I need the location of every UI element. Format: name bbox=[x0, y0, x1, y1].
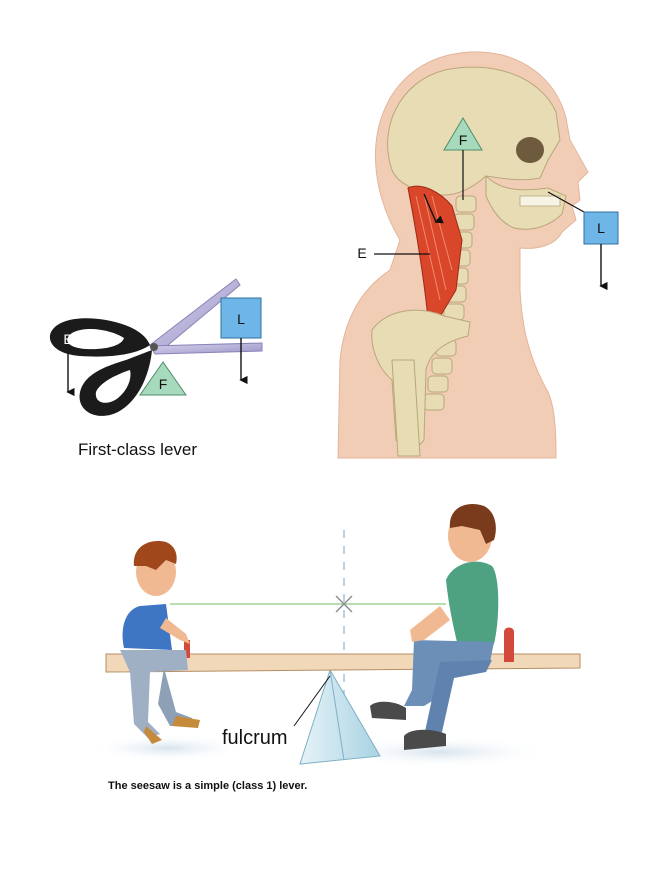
muscle-fibers bbox=[415, 193, 453, 301]
head-neck-illustration bbox=[337, 51, 589, 459]
head-fulcrum-label: F bbox=[459, 132, 468, 148]
scissors-fulcrum-triangle bbox=[139, 361, 187, 396]
scissors-pivot bbox=[150, 343, 158, 351]
teeth bbox=[519, 195, 561, 207]
eye-socket bbox=[516, 137, 544, 163]
head-load-label: L bbox=[597, 220, 605, 236]
scissors-effort-label: E bbox=[63, 331, 72, 347]
fulcrum-pointer-line-seesaw bbox=[293, 675, 331, 727]
head-load-box bbox=[583, 211, 619, 245]
right-child-shadow bbox=[330, 736, 550, 768]
left-child-shadow bbox=[88, 734, 248, 762]
scissors-handle-bottom bbox=[79, 350, 152, 416]
skull bbox=[387, 66, 561, 196]
head-effort-label: E bbox=[357, 245, 366, 261]
left-child bbox=[120, 541, 200, 744]
right-handle bbox=[504, 627, 514, 662]
seesaw-fulcrum-pyramid bbox=[299, 668, 381, 765]
pyramid-edge bbox=[329, 669, 345, 761]
seesaw-fulcrum-label: fulcrum bbox=[222, 727, 288, 749]
scissors-lower-blade bbox=[149, 342, 263, 355]
load-pointer-line bbox=[547, 191, 585, 213]
scissors-fulcrum-label: F bbox=[159, 376, 168, 392]
scissors-illustration bbox=[49, 278, 263, 416]
seesaw-caption: The seesaw is a simple (class 1) lever. bbox=[108, 780, 308, 792]
scissors-load-box bbox=[220, 297, 262, 339]
muscle-effort-arrow bbox=[423, 193, 444, 224]
scissors-handle-top bbox=[49, 318, 150, 357]
balance-center-mark bbox=[335, 595, 353, 613]
scissors-caption: First-class lever bbox=[78, 440, 198, 459]
humerus bbox=[391, 359, 421, 457]
scissors-load-label: L bbox=[237, 311, 245, 327]
right-child bbox=[370, 504, 499, 750]
